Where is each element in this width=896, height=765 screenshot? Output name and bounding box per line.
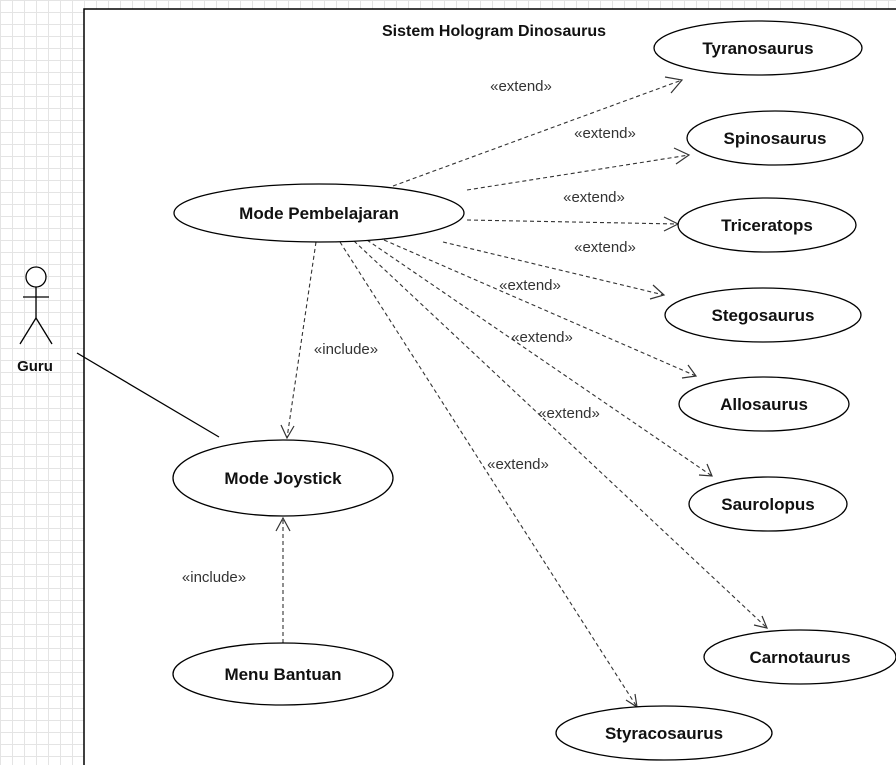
usecase-menu-bantuan[interactable]: Menu Bantuan — [172, 642, 394, 706]
extend-saurolopus — [366, 239, 713, 477]
svg-text:Menu Bantuan: Menu Bantuan — [224, 665, 341, 684]
usecase-tyranosaurus[interactable]: Tyranosaurus — [653, 20, 863, 76]
usecase-mode-pembelajaran[interactable]: Mode Pembelajaran — [173, 183, 465, 243]
extend-label-styracosaurus: «extend» — [487, 456, 549, 473]
include-bantuan-joystick — [275, 516, 291, 643]
extend-label-allosaurus: «extend» — [499, 277, 561, 294]
svg-text:Tyranosaurus: Tyranosaurus — [702, 39, 813, 58]
extend-label-stegosaurus: «extend» — [574, 239, 636, 256]
svg-text:Carnotaurus: Carnotaurus — [749, 648, 850, 667]
actor-left-leg — [19, 317, 37, 345]
actor-right-leg — [35, 317, 53, 345]
include-pembelajaran-joystick — [280, 241, 317, 440]
include-label-pembelajaran: «include» — [314, 341, 378, 358]
extend-stegosaurus — [442, 241, 666, 300]
extend-label-spinosaurus: «extend» — [574, 125, 636, 142]
usecase-saurolopus[interactable]: Saurolopus — [688, 476, 848, 532]
extend-label-carnotaurus: «extend» — [538, 405, 600, 422]
svg-text:Allosaurus: Allosaurus — [720, 395, 808, 414]
svg-text:Saurolopus: Saurolopus — [721, 495, 815, 514]
usecase-stegosaurus[interactable]: Stegosaurus — [664, 287, 862, 343]
actor-guru[interactable]: Guru — [17, 266, 53, 375]
svg-text:Mode Pembelajaran: Mode Pembelajaran — [239, 204, 399, 223]
extend-label-tyranosaurus: «extend» — [490, 78, 552, 95]
usecase-mode-joystick[interactable]: Mode Joystick — [172, 439, 394, 517]
extend-tyranosaurus — [392, 76, 684, 187]
usecase-triceratops[interactable]: Triceratops — [677, 197, 857, 253]
system-title: Sistem Hologram Dinosaurus — [382, 23, 606, 40]
extend-allosaurus — [383, 239, 698, 379]
association-line — [76, 352, 220, 438]
extend-carnotaurus — [353, 240, 769, 629]
actor-label: Guru — [17, 358, 53, 375]
usecase-spinosaurus[interactable]: Spinosaurus — [686, 110, 864, 166]
extend-label-saurolopus: «extend» — [511, 329, 573, 346]
svg-text:Styracosaurus: Styracosaurus — [605, 724, 723, 743]
usecase-styracosaurus[interactable]: Styracosaurus — [555, 705, 773, 761]
usecase-carnotaurus[interactable]: Carnotaurus — [703, 629, 896, 685]
include-label-bantuan: «include» — [182, 569, 246, 586]
extend-label-triceratops: «extend» — [563, 189, 625, 206]
actor-head-icon — [25, 266, 47, 288]
svg-text:Mode Joystick: Mode Joystick — [224, 469, 342, 488]
usecase-allosaurus[interactable]: Allosaurus — [678, 376, 850, 432]
svg-text:Stegosaurus: Stegosaurus — [712, 306, 815, 325]
svg-text:Spinosaurus: Spinosaurus — [724, 129, 827, 148]
extend-spinosaurus — [466, 147, 691, 191]
svg-text:Triceratops: Triceratops — [721, 216, 813, 235]
